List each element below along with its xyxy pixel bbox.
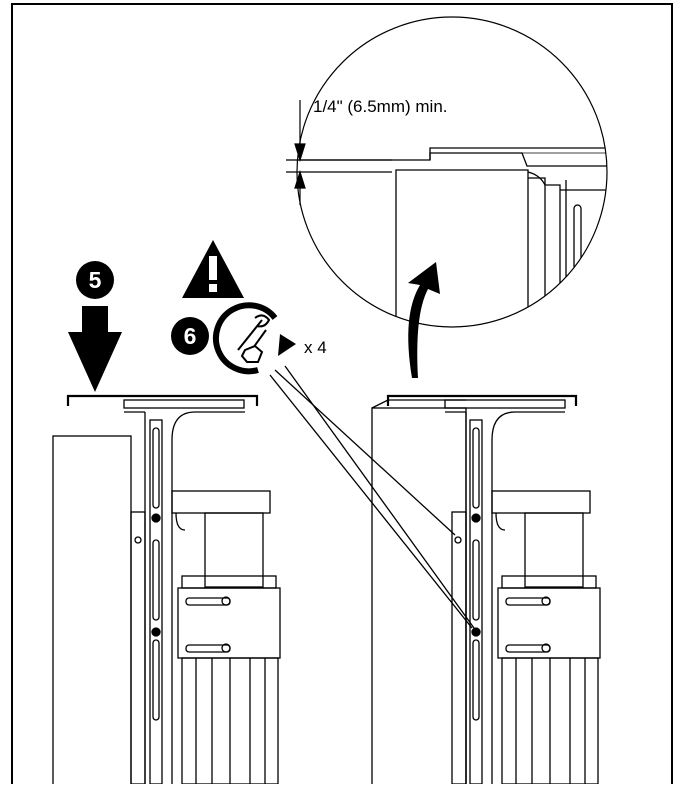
left-top-plate <box>66 394 259 406</box>
step-5-badge <box>76 261 114 299</box>
dimension-marker <box>286 100 392 205</box>
left-column <box>52 435 132 787</box>
post-outline <box>395 169 529 327</box>
left-assembly <box>52 394 281 787</box>
dimension-label: 1/4" (6.5mm) min. <box>313 97 448 116</box>
lift-arrow-icon <box>408 262 440 378</box>
step-6: 6 x 4 <box>171 302 327 375</box>
step-6-badge <box>171 317 209 355</box>
right-bolt-bottom <box>471 627 481 637</box>
bolt-leader-lines <box>269 365 475 629</box>
left-bolt-top <box>151 513 161 523</box>
detail-callout: 1/4" (6.5mm) min. <box>286 16 608 328</box>
step-6-number: 6 <box>184 323 197 349</box>
warning-icon <box>182 240 244 298</box>
left-bolt-bottom <box>151 627 161 637</box>
step-5: 5 <box>68 261 122 392</box>
step-5-number: 5 <box>89 267 102 293</box>
down-arrow-icon <box>68 306 122 392</box>
right-assembly <box>371 394 601 787</box>
wrench-tighten-icon <box>212 302 296 375</box>
right-top-plate <box>386 394 578 406</box>
page-border <box>11 3 673 789</box>
right-bolt-top <box>471 513 481 523</box>
repeat-count: x 4 <box>304 338 327 357</box>
